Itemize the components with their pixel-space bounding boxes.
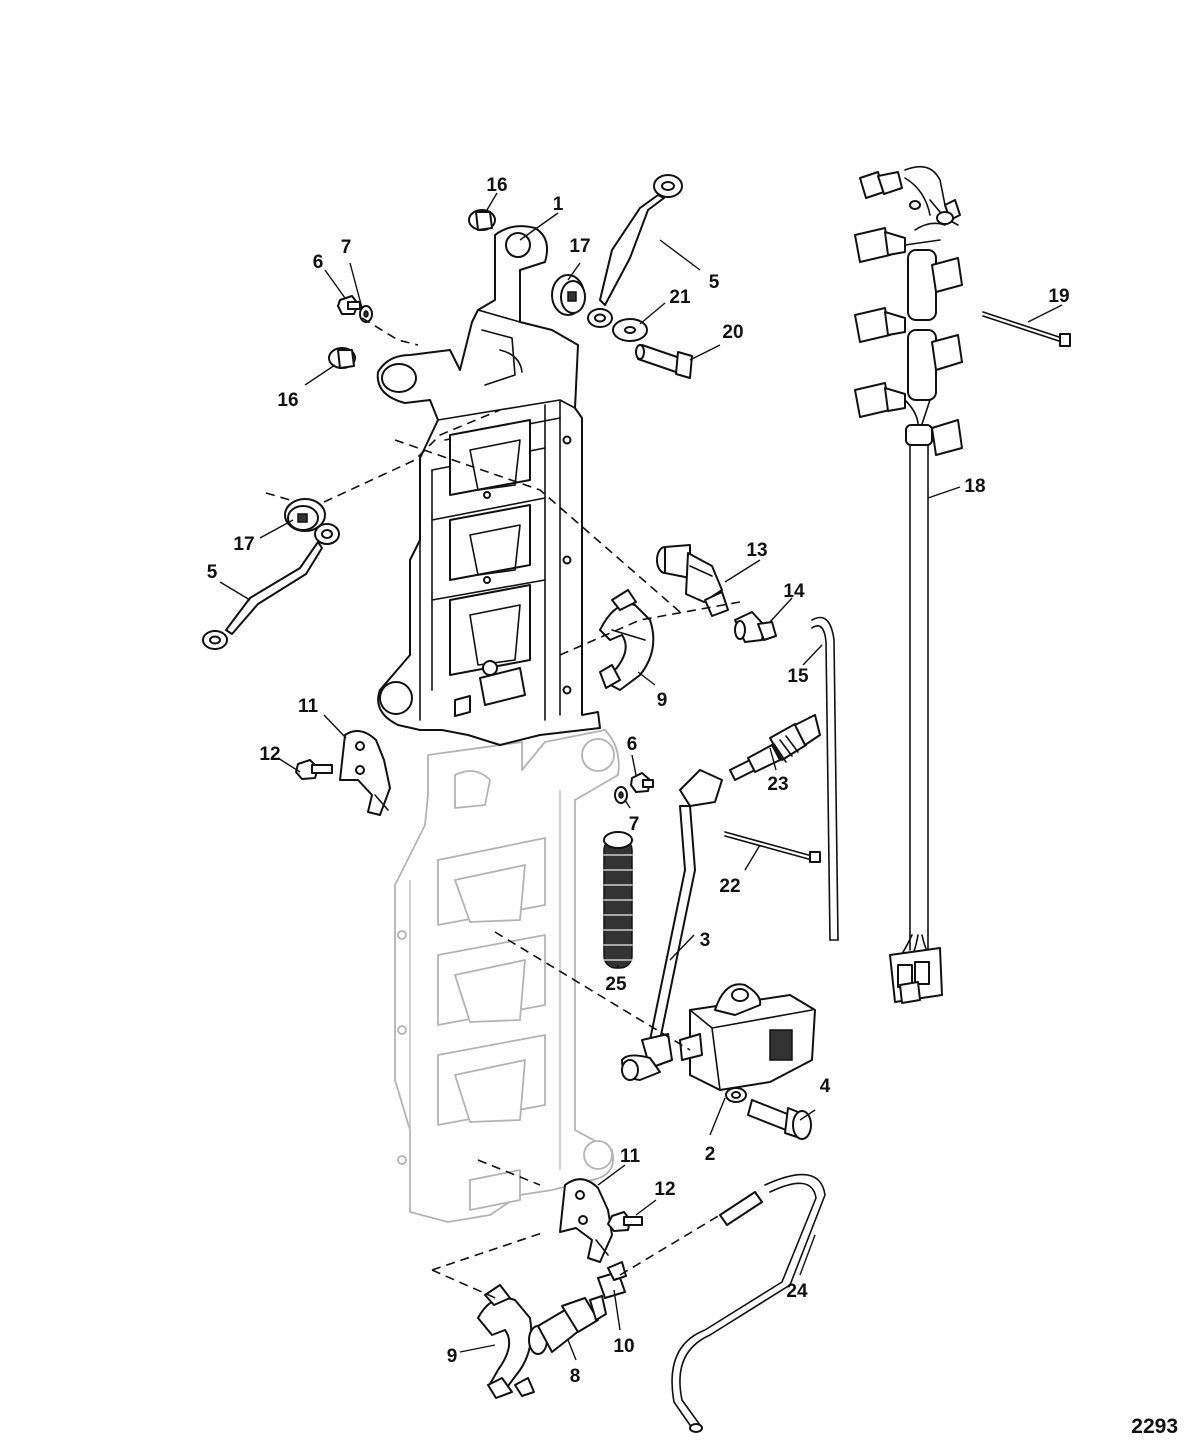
- callout-3: 3: [700, 930, 711, 951]
- spark-plug-wire: [621, 769, 723, 1081]
- clip-lower: [477, 1284, 535, 1399]
- callout-18: 18: [964, 476, 985, 497]
- wire-harness: [854, 165, 963, 1004]
- callout-17-upper: 17: [569, 236, 590, 257]
- callout-10: 10: [613, 1336, 634, 1357]
- elbow-fitting: [734, 611, 777, 643]
- sensor-13: [656, 544, 729, 617]
- callout-16-lower: 16: [277, 390, 298, 411]
- callout-1: 1: [553, 194, 564, 215]
- callout-13: 13: [746, 540, 767, 561]
- cable-tie-19: [982, 311, 1071, 347]
- bracket-11-lower: [559, 1178, 613, 1263]
- tube-15: [811, 616, 839, 941]
- callout-19: 19: [1048, 286, 1069, 307]
- bushing-lower: [328, 347, 356, 369]
- callout-7-upper: 7: [341, 237, 352, 258]
- hose-24: [671, 1173, 826, 1433]
- callout-6-upper: 6: [313, 252, 324, 273]
- callout-23: 23: [767, 774, 788, 795]
- spring-25: [603, 831, 633, 969]
- bolt-12-lower: [607, 1211, 643, 1232]
- bracket-11-upper: [339, 730, 391, 816]
- callout-15: 15: [787, 666, 809, 687]
- callout-labels: 1 2 3 4 5 5 6 6 7 7 8 9 9 10 11 11 12 12…: [207, 175, 1178, 1438]
- callout-12-upper: 12: [259, 744, 280, 765]
- fitting-10: [597, 1261, 627, 1299]
- callout-7-lower: 7: [629, 814, 640, 835]
- bolt-12-upper: [295, 759, 333, 780]
- callout-25: 25: [605, 974, 627, 995]
- ignition-coil: [679, 983, 816, 1103]
- callout-16-upper: 16: [486, 175, 507, 196]
- spark-plug: [729, 714, 821, 781]
- grommet-lower: [284, 498, 326, 532]
- callout-4: 4: [820, 1076, 831, 1097]
- main-bracket: [376, 225, 601, 746]
- callout-5-upper: 5: [709, 272, 720, 293]
- leader-lines: [219, 192, 1063, 1361]
- callout-2: 2: [705, 1144, 716, 1165]
- cable-tie-22: [724, 831, 821, 863]
- bushing-upper: [468, 209, 496, 231]
- callout-24: 24: [786, 1281, 808, 1302]
- callout-17-lower: 17: [233, 534, 254, 555]
- reference-bracket-ghost: [394, 729, 620, 1223]
- clip-upper: [599, 589, 655, 691]
- callout-11-lower: 11: [620, 1146, 641, 1167]
- bolt-4: [747, 1099, 812, 1140]
- callout-12-lower: 12: [654, 1179, 675, 1200]
- ground-strap-upper: [587, 174, 683, 328]
- flat-washer: [612, 318, 648, 342]
- ground-strap-lower: [202, 523, 340, 650]
- callout-6-lower: 6: [627, 734, 638, 755]
- callout-9-upper: 9: [657, 690, 668, 711]
- callout-14: 14: [783, 581, 805, 602]
- callout-22: 22: [719, 876, 740, 897]
- bolt-20: [635, 344, 693, 379]
- alignment-lines: [265, 317, 741, 1301]
- callout-20: 20: [722, 322, 743, 343]
- screw-upper: [337, 295, 361, 315]
- sensor-8: [528, 1295, 607, 1355]
- figure-number: 2293: [1131, 1415, 1178, 1438]
- callout-8: 8: [570, 1366, 581, 1387]
- callout-11-upper: 11: [298, 696, 319, 717]
- callout-21: 21: [669, 287, 691, 308]
- screw-lower: [630, 772, 654, 793]
- callout-5-lower: 5: [207, 562, 218, 583]
- callout-9-lower: 9: [447, 1346, 458, 1367]
- washer-lower: [614, 786, 628, 804]
- grommet-upper: [551, 274, 586, 316]
